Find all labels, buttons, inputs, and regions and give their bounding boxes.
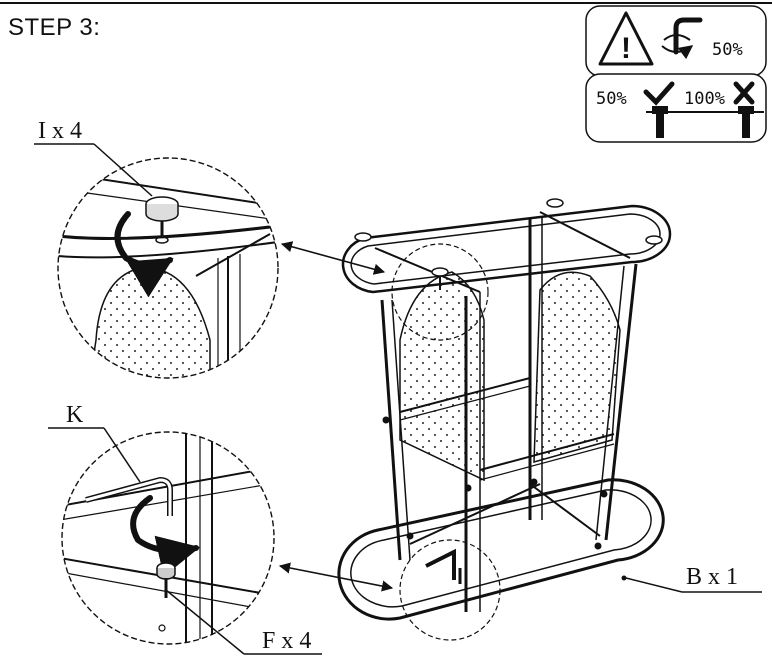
label-part-b: B x 1: [686, 564, 738, 590]
fabric-panel-left: [399, 271, 485, 482]
warning-panel: ! 50% 50% 100%: [585, 5, 767, 143]
detail-bubble-bottom: [61, 431, 275, 645]
label-part-i: I x 4: [38, 118, 82, 144]
warning-mark: !: [621, 32, 631, 65]
rotate-arrow-icon: [130, 495, 201, 577]
hex-key-turn-icon: [661, 17, 703, 60]
top-oval-rim: [341, 204, 672, 294]
top-crossbar-2: [539, 211, 631, 259]
screw-dot: [594, 542, 602, 550]
detail-bubble-top-outline: [57, 157, 279, 379]
bottom-crossbar-1: [409, 483, 541, 545]
checkmark-icon: [643, 81, 675, 106]
torque-percent: 50%: [712, 40, 743, 60]
mid-rung-right: [479, 433, 615, 471]
callout-k: K: [48, 402, 141, 483]
mid-rung-left: [399, 377, 531, 413]
warning-triangle-icon: !: [598, 11, 654, 66]
screw-dot: [382, 416, 390, 424]
mid-rung-right-edge: [479, 443, 615, 481]
correct-tightness-percent: 50%: [596, 89, 627, 109]
connector-top: [280, 241, 386, 275]
bolt-icon: [652, 106, 754, 138]
step-title: STEP 3:: [8, 14, 101, 41]
bottom-crossbar-2: [529, 483, 601, 537]
label-part-f: F x 4: [262, 628, 311, 654]
screw-dot: [406, 532, 414, 540]
over-tightness-percent: 100%: [684, 89, 725, 109]
cap-back-left: [546, 198, 564, 208]
label-part-k: K: [66, 402, 84, 428]
leg-back-right: [604, 263, 638, 541]
cross-icon: [733, 81, 755, 105]
top-crossbar-1: [374, 247, 481, 293]
bolt-i-detail: [145, 196, 179, 244]
detail-focus-bottom: [399, 539, 501, 641]
leg-front-left-inner: [391, 299, 411, 561]
hex-key-k-detail: [85, 477, 173, 516]
cap-back-right: [645, 235, 663, 245]
screw-dot: [530, 478, 538, 486]
tightness-box: [585, 73, 767, 143]
leg-front-left: [380, 299, 402, 561]
cap-front-left: [354, 232, 372, 242]
mid-rung-left-edge: [399, 385, 531, 421]
fabric-panel-right: [533, 271, 621, 464]
bolt-f-detail: [156, 562, 176, 598]
screw-dot: [464, 484, 472, 492]
callout-f: F x 4: [165, 589, 322, 655]
bottom-oval-base: [337, 478, 665, 621]
screw-dot: [600, 490, 608, 498]
callout-b: B x 1: [621, 564, 762, 593]
detail-bubble-top: [57, 157, 279, 379]
cap-front-right: [431, 267, 449, 277]
hex-key-on-frame: [425, 548, 456, 580]
callout-i: I x 4: [34, 118, 153, 197]
detail-focus-top: [391, 243, 489, 341]
rotate-arrow-icon: [114, 211, 174, 298]
connector-bottom: [278, 562, 394, 592]
frame-assembly: [337, 198, 672, 621]
detail-bubble-bottom-outline: [61, 431, 275, 645]
